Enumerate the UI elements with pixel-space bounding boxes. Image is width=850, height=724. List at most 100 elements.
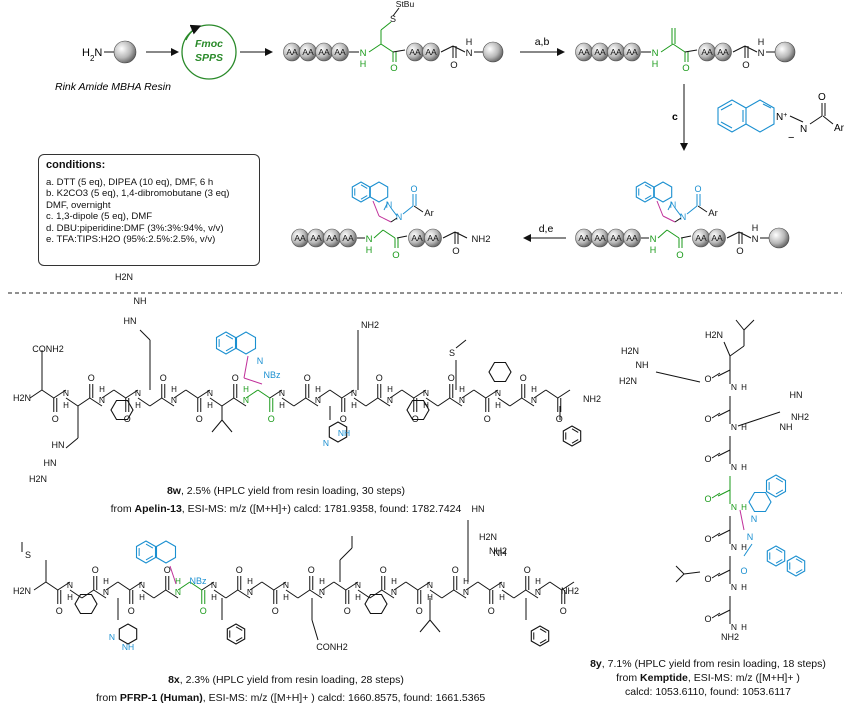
resin-bead — [774, 41, 796, 63]
bond — [717, 489, 731, 497]
bond — [655, 371, 701, 383]
bond — [221, 397, 235, 407]
bond — [221, 419, 233, 433]
bond — [105, 581, 119, 591]
amide-n: N — [387, 395, 393, 405]
proline-ring — [364, 593, 388, 615]
bond — [373, 229, 384, 239]
carbonyl-o: O — [704, 374, 711, 384]
bond — [381, 589, 395, 599]
amide-n: N — [175, 587, 181, 597]
amide-h: H — [387, 385, 393, 394]
arg-nh: NH — [780, 422, 793, 432]
bond — [711, 572, 721, 579]
benzene-ring — [351, 181, 371, 203]
amide-n: N — [423, 388, 429, 398]
bond — [185, 389, 199, 399]
bond — [360, 195, 368, 200]
bond — [33, 581, 47, 591]
bond — [489, 581, 503, 591]
amide-h: H — [283, 593, 289, 602]
bond — [333, 581, 347, 591]
carbonyl-o: O — [164, 565, 171, 575]
benzene-ring — [786, 555, 806, 577]
bond — [775, 489, 784, 495]
amide-h: H — [279, 401, 285, 410]
bond — [269, 389, 283, 399]
bond — [454, 231, 468, 239]
bond — [545, 389, 559, 399]
aa-label: AA — [594, 233, 606, 243]
amide-h: H — [741, 423, 747, 432]
carbonyl-o: O — [52, 414, 59, 424]
bond — [45, 581, 59, 591]
bond — [281, 397, 295, 407]
step-c-label: c — [672, 111, 678, 123]
aa-label: AA — [594, 47, 606, 57]
amide-h: H — [741, 583, 747, 592]
carbonyl-o: O — [392, 250, 399, 261]
bond — [711, 532, 721, 539]
amide-h: H — [741, 503, 747, 512]
carbonyl-o: O — [128, 606, 135, 616]
bond — [557, 389, 571, 399]
amide-n: N — [731, 622, 737, 632]
bond — [656, 200, 664, 217]
bond — [425, 397, 439, 407]
carbonyl-o: O — [704, 454, 711, 464]
caption-8x-source: PFRP-1 (Human) — [119, 692, 203, 704]
bond — [743, 319, 755, 331]
bond — [680, 235, 692, 239]
bond — [539, 639, 547, 644]
bond — [243, 377, 263, 385]
bond — [711, 412, 721, 419]
bond — [137, 397, 151, 407]
amide-h: H — [741, 463, 747, 472]
nbz-label: NBz — [189, 576, 207, 586]
carbonyl-o: O — [704, 574, 711, 584]
amide-h: H — [175, 577, 181, 586]
arg-h2n: H2N — [621, 346, 639, 356]
bond — [297, 589, 311, 599]
bond — [390, 207, 398, 217]
bond — [382, 229, 396, 239]
amide-h: H — [315, 385, 321, 394]
aa-residue — [708, 228, 726, 248]
amide-n: N — [67, 580, 73, 590]
bond — [209, 397, 223, 407]
carbonyl-o: O — [340, 414, 347, 424]
carbonyl-o: O — [232, 373, 239, 383]
aa-label: AA — [701, 47, 713, 57]
bond — [389, 389, 403, 399]
bond — [537, 581, 551, 591]
amide-n: N — [652, 48, 659, 59]
amide-n: N — [495, 388, 501, 398]
bond — [672, 43, 686, 53]
bond — [65, 397, 79, 407]
amide-n: N — [99, 395, 105, 405]
amide-n: N — [283, 580, 289, 590]
bond — [402, 205, 414, 215]
bond — [235, 637, 243, 642]
n-terminus: H2N — [13, 586, 31, 596]
bond — [197, 389, 211, 399]
amide-n: N — [279, 388, 285, 398]
caption-8w: 8w, 2.5% (HPLC yield from resin loading,… — [96, 485, 476, 515]
amide-n: N — [366, 234, 373, 245]
aa-label: AA — [294, 233, 306, 243]
bond — [666, 229, 680, 239]
spps-label-2: SPPS — [195, 52, 223, 64]
bond — [225, 346, 234, 352]
aa-residue — [339, 228, 357, 248]
aa-residue — [331, 42, 349, 62]
amide-h: H — [391, 577, 397, 586]
carbonyl-o: O — [88, 373, 95, 383]
ring-n: N — [396, 212, 403, 222]
caption-8y-id: 8y — [590, 658, 602, 670]
bond — [644, 184, 652, 189]
amide-n: N — [63, 388, 69, 398]
benzene-ring — [765, 474, 787, 498]
bond — [65, 437, 79, 449]
